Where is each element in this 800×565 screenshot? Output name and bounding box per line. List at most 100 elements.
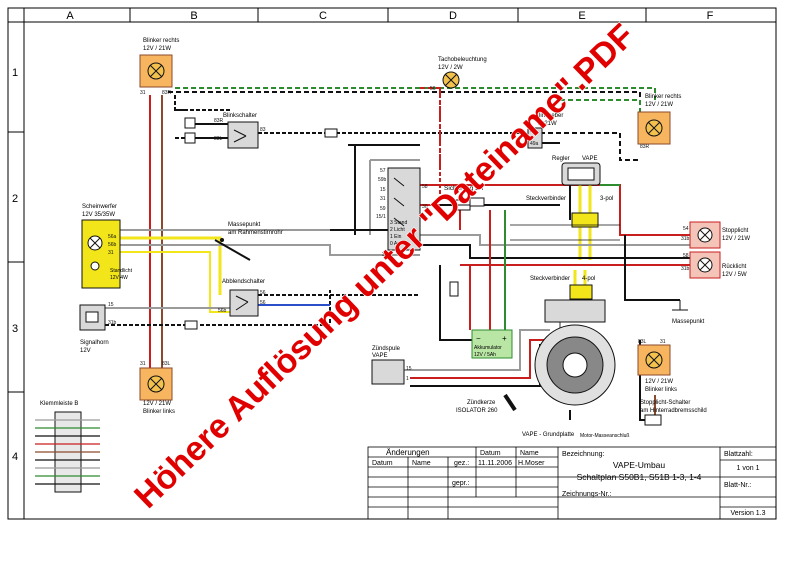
terminal: 83R xyxy=(162,90,172,96)
stv3-pol: 3-pol xyxy=(600,196,613,202)
tacho-spec: 12V / 2W xyxy=(438,65,463,71)
blinker-links-left: 12V / 21W Blinker links xyxy=(139,367,175,415)
stopplicht: Stopplicht 12V / 21W xyxy=(689,221,750,249)
tb-bezeichnung-1: VAPE-Umbau xyxy=(613,460,666,470)
tb-name-col: Name xyxy=(520,450,539,457)
tb-bezeichnung-label: Bezeichnung: xyxy=(562,451,604,458)
terminal: 56a xyxy=(108,234,117,240)
tb-datum-label: Datum xyxy=(372,460,393,467)
steckverbinder-4pol: Steckverbinder 4-pol xyxy=(530,276,595,300)
terminal: 15 xyxy=(406,366,412,372)
tb-datum-col: Datum xyxy=(480,450,501,457)
zuendschloss-aus: 0 Aus xyxy=(390,241,403,247)
terminal: 56b xyxy=(218,308,227,314)
col-label-d: D xyxy=(449,10,457,22)
stoppschalter-sub: am Hinterradbremsschild xyxy=(640,408,707,414)
regler-title: Regler xyxy=(552,156,570,162)
scheinwerfer: Scheinwerfer 12V 35/35W Standlicht 12V 4… xyxy=(81,204,133,289)
grid-labels: A B C D E F 1 2 3 4 xyxy=(12,10,714,463)
zuendschloss-stand: 3 Stand xyxy=(390,220,407,226)
terminal: 31b xyxy=(108,320,117,326)
terminal: 58 xyxy=(422,184,428,190)
blinker-rechts-right-title: Blinker rechts xyxy=(645,94,681,100)
blinker-links-left-title: Blinker links xyxy=(143,409,175,415)
terminal: 57 xyxy=(380,168,386,174)
sicherung-title: Sicherung 5A xyxy=(444,185,484,192)
connector-pins xyxy=(184,117,485,330)
abblendschalter: Abblendschalter xyxy=(222,279,265,317)
akku-plus: + xyxy=(502,334,507,343)
regler: Regler VAPE xyxy=(552,156,601,186)
massepunkt-rahmen-sub: am Rahmenstirnrohr xyxy=(228,230,283,236)
scheinwerfer-spec: 12V 35/35W xyxy=(82,212,115,218)
stopplicht-title: Stopplicht xyxy=(722,228,749,234)
terminal: 15 xyxy=(108,302,114,308)
akku-title: Akkumulator xyxy=(474,345,502,351)
stv4-title: Steckverbinder xyxy=(530,276,570,282)
terminal-labels: 31 83R 83R 83L 56 83 83R 49 49a 57 59b 5… xyxy=(108,86,690,382)
zuendschloss: 3 Stand 2 Licht 1 Ein 0 Aus xyxy=(387,167,421,251)
terminal: 30 xyxy=(422,204,428,210)
zuendschloss-ein: 1 Ein xyxy=(390,234,402,240)
terminal: 31b xyxy=(681,236,690,242)
zuendspule-brand: VAPE xyxy=(372,353,388,359)
zuendschloss-licht: 2 Licht xyxy=(390,227,405,233)
bulb-icon xyxy=(90,261,100,271)
zuendkerze-spec: ISOLATOR 260 xyxy=(456,408,498,414)
stv3-title: Steckverbinder xyxy=(526,196,566,202)
terminal: 15 xyxy=(380,187,386,193)
stopplicht-spec: 12V / 21W xyxy=(722,236,750,242)
terminal: 31 xyxy=(382,252,388,258)
terminal: 31 xyxy=(380,196,386,202)
terminal: 83L xyxy=(162,361,171,367)
tb-gez: gez.: xyxy=(454,460,469,467)
terminal: 59b xyxy=(378,177,387,183)
terminal: 56 xyxy=(430,86,436,92)
steckverbinder-3pol: Steckverbinder 3-pol xyxy=(526,196,613,228)
terminal: 83R xyxy=(214,118,224,124)
zuendspule: Zündspule VAPE xyxy=(371,346,405,385)
tacho-title: Tachobeleuchtung xyxy=(438,57,487,63)
akkumulator: − + Akkumulator 12V / 5Ah xyxy=(471,329,513,359)
signalhorn: Signalhorn 12V xyxy=(79,304,109,354)
terminal: 83L xyxy=(214,136,223,142)
terminal: 31 xyxy=(660,339,666,345)
tb-gepr: gepr.: xyxy=(452,480,470,487)
tb-version: Version 1.3 xyxy=(730,510,765,517)
stoppschalter-title: Stopplicht-Schalter xyxy=(640,400,690,406)
tb-aenderungen: Änderungen xyxy=(386,448,430,457)
sheet-frame xyxy=(7,7,777,520)
terminal: 54 xyxy=(683,226,689,232)
terminal: 49 xyxy=(530,129,536,135)
stoppschalter: Stopplicht-Schalter am Hinterradbremssch… xyxy=(640,400,707,426)
blinkgeber-title: Blinkgeber xyxy=(535,113,563,119)
terminal: 31b xyxy=(681,266,690,272)
terminal: 31 xyxy=(140,90,146,96)
massepunkt-heck: Massepunkt xyxy=(672,300,705,325)
terminal: 83R xyxy=(640,144,650,150)
col-label-e: E xyxy=(578,10,585,22)
grundplatte-masse: Motor-Masseanschluß xyxy=(580,433,629,439)
massepunkt-rahmen: Massepunkt am Rahmenstirnrohr xyxy=(220,222,283,242)
title-block-text: Änderungen Datum Name Datum Name gez.: 1… xyxy=(372,448,766,517)
tb-blattzahl: 1 von 1 xyxy=(737,465,760,472)
blinkschalter-title: Blinkschalter xyxy=(223,113,257,119)
terminal: 56 xyxy=(260,290,266,296)
scheinwerfer-title: Scheinwerfer xyxy=(82,204,117,210)
akku-minus: − xyxy=(476,334,481,343)
standlicht-spec: 12V 4W xyxy=(110,275,128,281)
terminal: 1 xyxy=(406,376,409,382)
row-label-3: 3 xyxy=(12,323,18,335)
terminal: 59 xyxy=(380,206,386,212)
col-label-f: F xyxy=(707,10,714,22)
blinker-links-right: 12V / 21W Blinker links xyxy=(637,344,677,393)
row-label-4: 4 xyxy=(12,451,18,463)
zuendkerze: Zündkerze ISOLATOR 260 xyxy=(456,393,517,414)
klemmleiste: Klemmleiste B xyxy=(35,401,100,493)
zuendspule-title: Zündspule xyxy=(372,346,401,352)
sicherung: Sicherung 5A xyxy=(444,185,484,211)
tb-name-label: Name xyxy=(412,460,431,467)
ruecklicht-title: Rücklicht xyxy=(722,264,747,270)
blinker-links-right-title: Blinker links xyxy=(645,387,677,393)
terminal: 31 xyxy=(108,250,114,256)
